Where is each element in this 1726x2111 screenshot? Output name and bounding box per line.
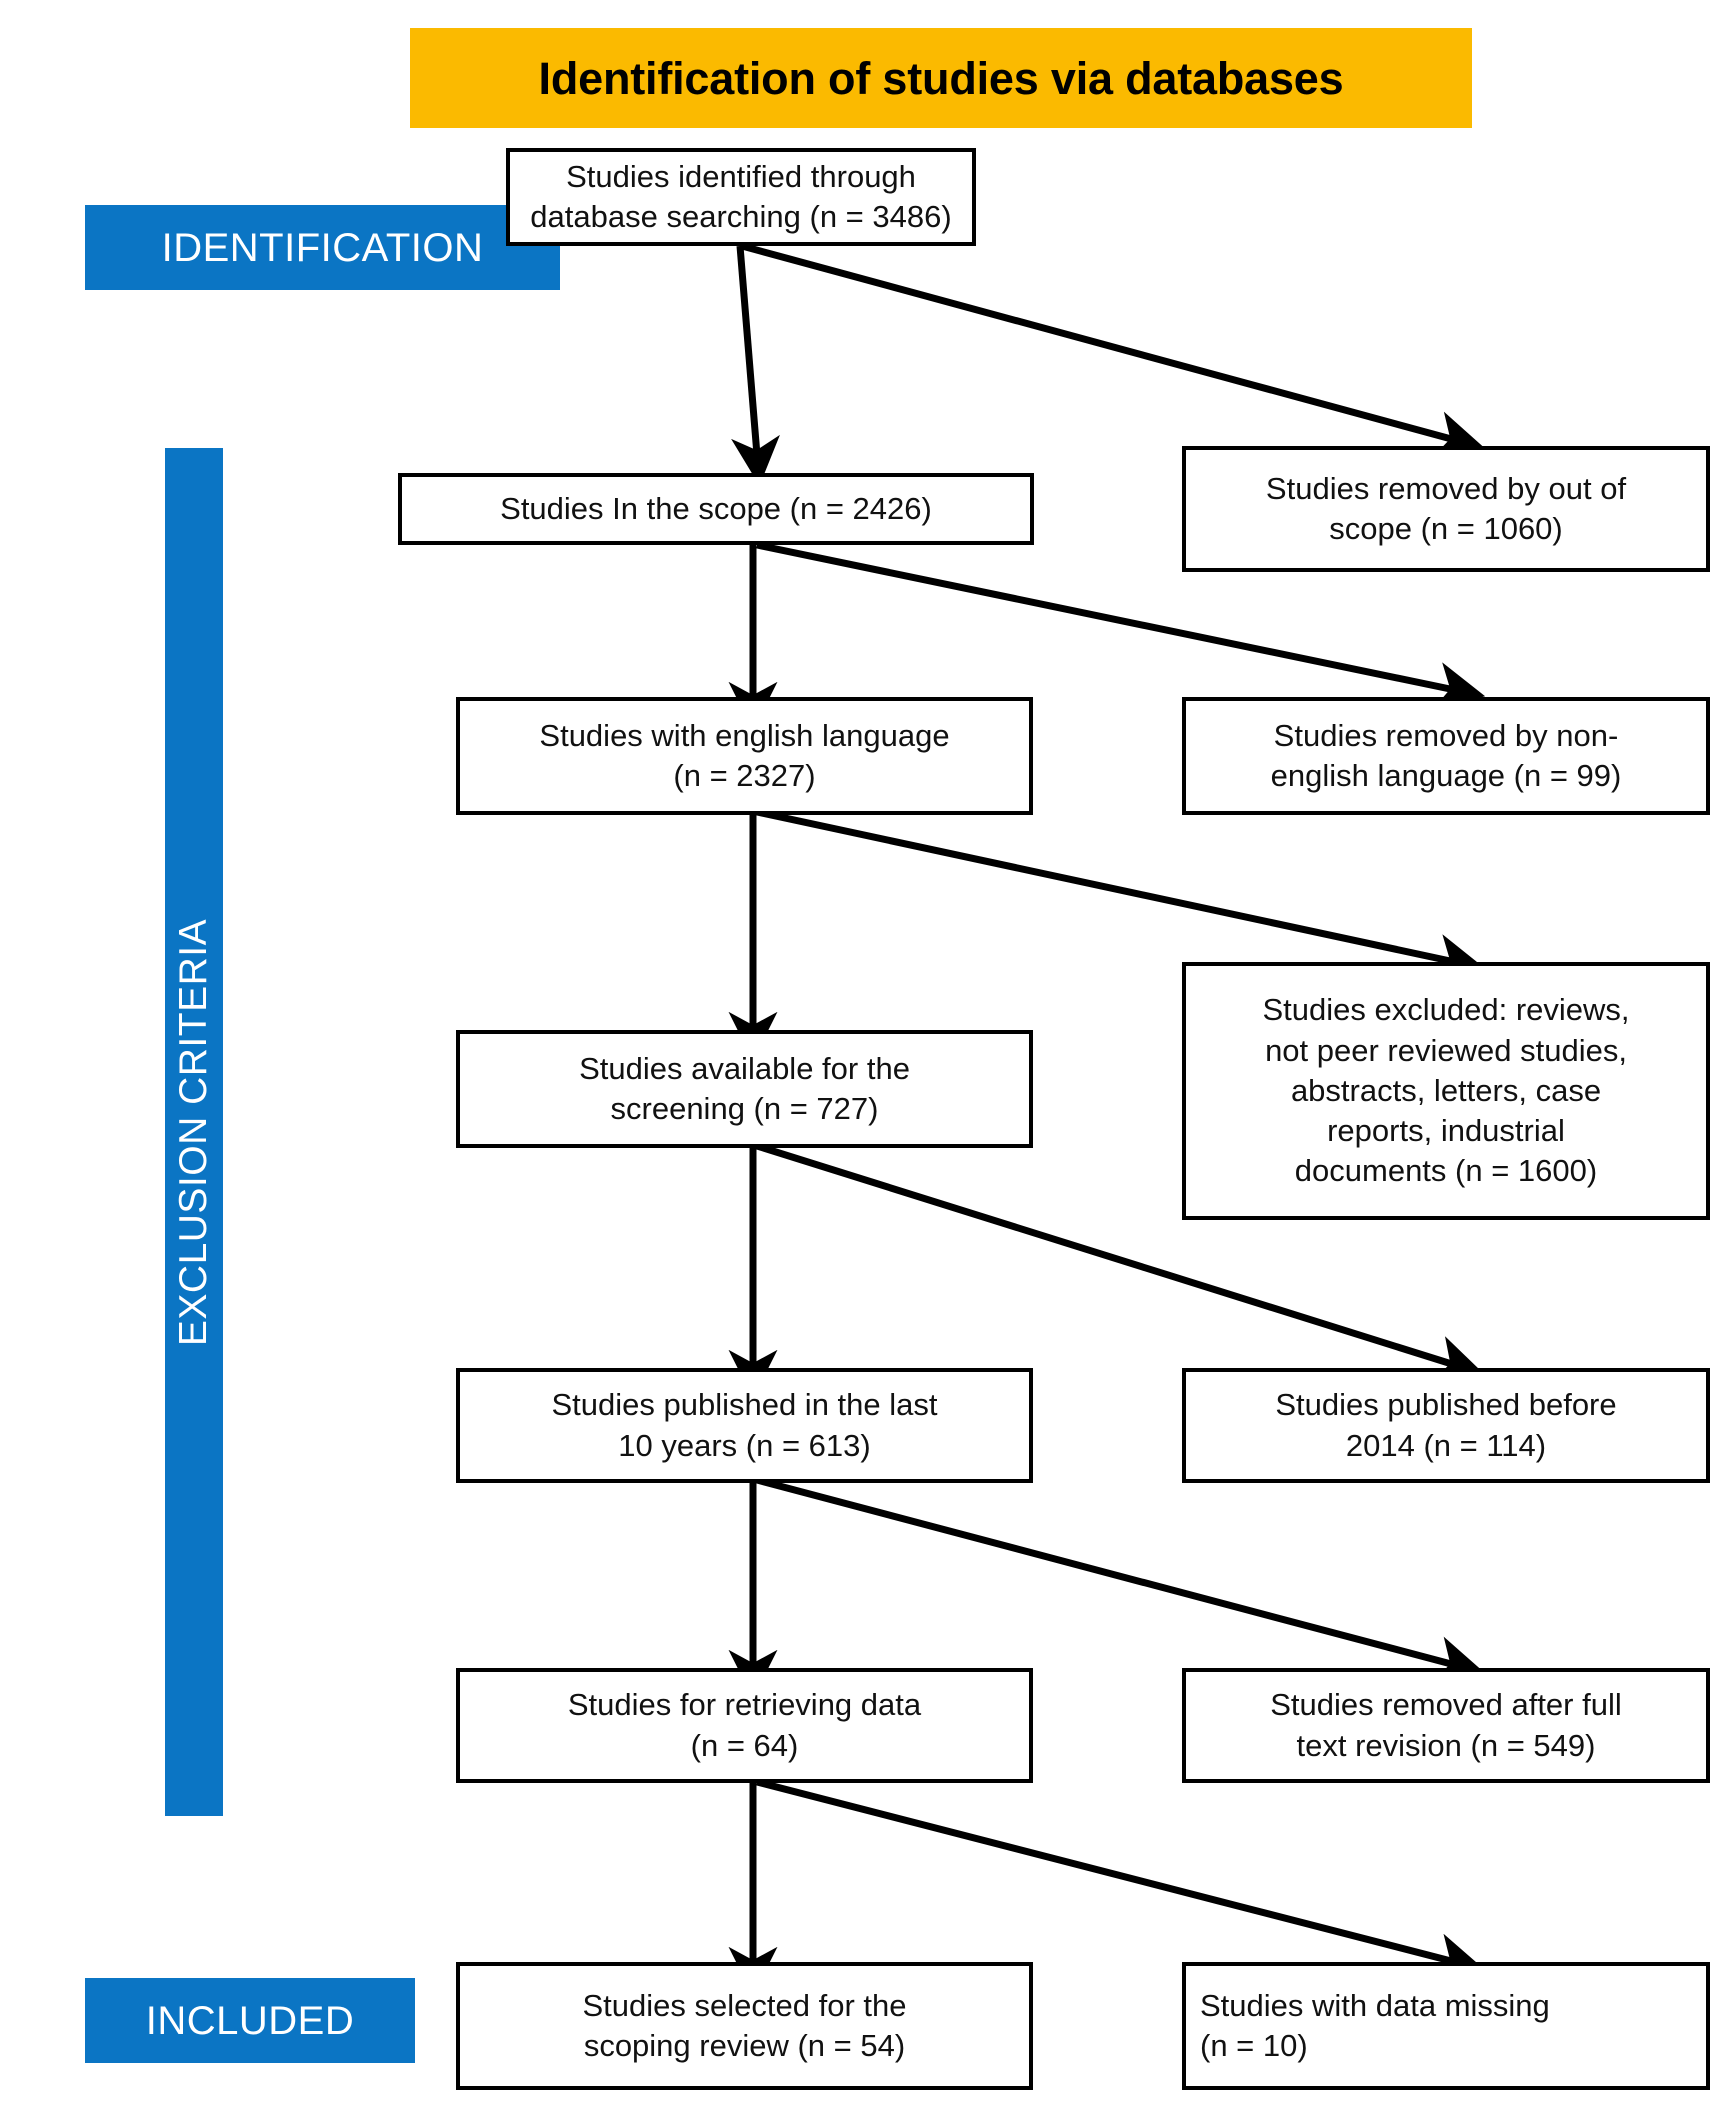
box-removed-non-english: Studies removed by non- english language… bbox=[1182, 697, 1710, 815]
box-text-studies-selected-scoping-review: Studies selected for the scoping review … bbox=[582, 1987, 907, 2063]
arrow-last10-to-removed-fulltext bbox=[756, 1476, 1485, 1685]
stage-label-exclusion-criteria: EXCLUSION CRITERIA bbox=[172, 918, 216, 1346]
box-studies-data-missing: Studies with data missing (n = 10) bbox=[1182, 1962, 1710, 2090]
box-text-studies-data-missing: Studies with data missing (n = 10) bbox=[1200, 1987, 1550, 2063]
box-text-studies-identified: Studies identified through database sear… bbox=[530, 158, 952, 234]
arrow-retrieving-to-data-missing bbox=[756, 1778, 1485, 1982]
box-removed-out-of-scope: Studies removed by out of scope (n = 106… bbox=[1182, 446, 1710, 572]
box-published-before-2014: Studies published before 2014 (n = 114) bbox=[1182, 1368, 1710, 1483]
stage-label-identification: IDENTIFICATION bbox=[161, 225, 484, 270]
box-text-published-last-10-years: Studies published in the last 10 years (… bbox=[551, 1387, 938, 1463]
stage-label-included: INCLUDED bbox=[145, 1998, 355, 2043]
page-title: Identification of studies via databases bbox=[538, 52, 1344, 104]
box-text-studies-english-language: Studies with english language (n = 2327) bbox=[539, 717, 950, 793]
box-studies-selected-scoping-review: Studies selected for the scoping review … bbox=[456, 1962, 1033, 2090]
box-text-removed-out-of-scope: Studies removed by out of scope (n = 106… bbox=[1265, 470, 1627, 546]
stage-badge-exclusion-criteria: EXCLUSION CRITERIA bbox=[165, 448, 223, 1816]
box-studies-identified: Studies identified through database sear… bbox=[506, 148, 976, 246]
box-studies-excluded-types: Studies excluded: reviews, not peer revi… bbox=[1182, 962, 1710, 1220]
box-published-last-10-years: Studies published in the last 10 years (… bbox=[456, 1368, 1033, 1483]
diagram-title-banner: Identification of studies via databases bbox=[410, 28, 1472, 128]
stage-badge-included: INCLUDED bbox=[85, 1978, 415, 2063]
box-studies-available-screening: Studies available for the screening (n =… bbox=[456, 1030, 1033, 1148]
box-studies-retrieving-data: Studies for retrieving data (n = 64) bbox=[456, 1668, 1033, 1783]
box-removed-after-full-text: Studies removed after full text revision… bbox=[1182, 1668, 1710, 1783]
box-text-studies-available-screening: Studies available for the screening (n =… bbox=[579, 1050, 910, 1126]
box-studies-english-language: Studies with english language (n = 2327) bbox=[456, 697, 1033, 815]
stage-badge-identification: IDENTIFICATION bbox=[85, 205, 560, 290]
box-text-studies-excluded-types: Studies excluded: reviews, not peer revi… bbox=[1262, 992, 1630, 1189]
box-text-studies-in-scope: Studies In the scope (n = 2426) bbox=[500, 490, 932, 526]
box-text-removed-non-english: Studies removed by non- english language… bbox=[1270, 717, 1622, 793]
box-text-removed-after-full-text: Studies removed after full text revision… bbox=[1270, 1687, 1622, 1763]
arrow-identified-to-removed-scope bbox=[741, 242, 1485, 459]
box-text-studies-retrieving-data: Studies for retrieving data (n = 64) bbox=[567, 1687, 922, 1763]
box-studies-in-scope: Studies In the scope (n = 2426) bbox=[398, 473, 1034, 545]
box-text-published-before-2014: Studies published before 2014 (n = 114) bbox=[1275, 1387, 1617, 1463]
arrow-english-to-excluded-types bbox=[756, 808, 1486, 983]
arrow-identified-to-in-scope bbox=[731, 245, 780, 486]
